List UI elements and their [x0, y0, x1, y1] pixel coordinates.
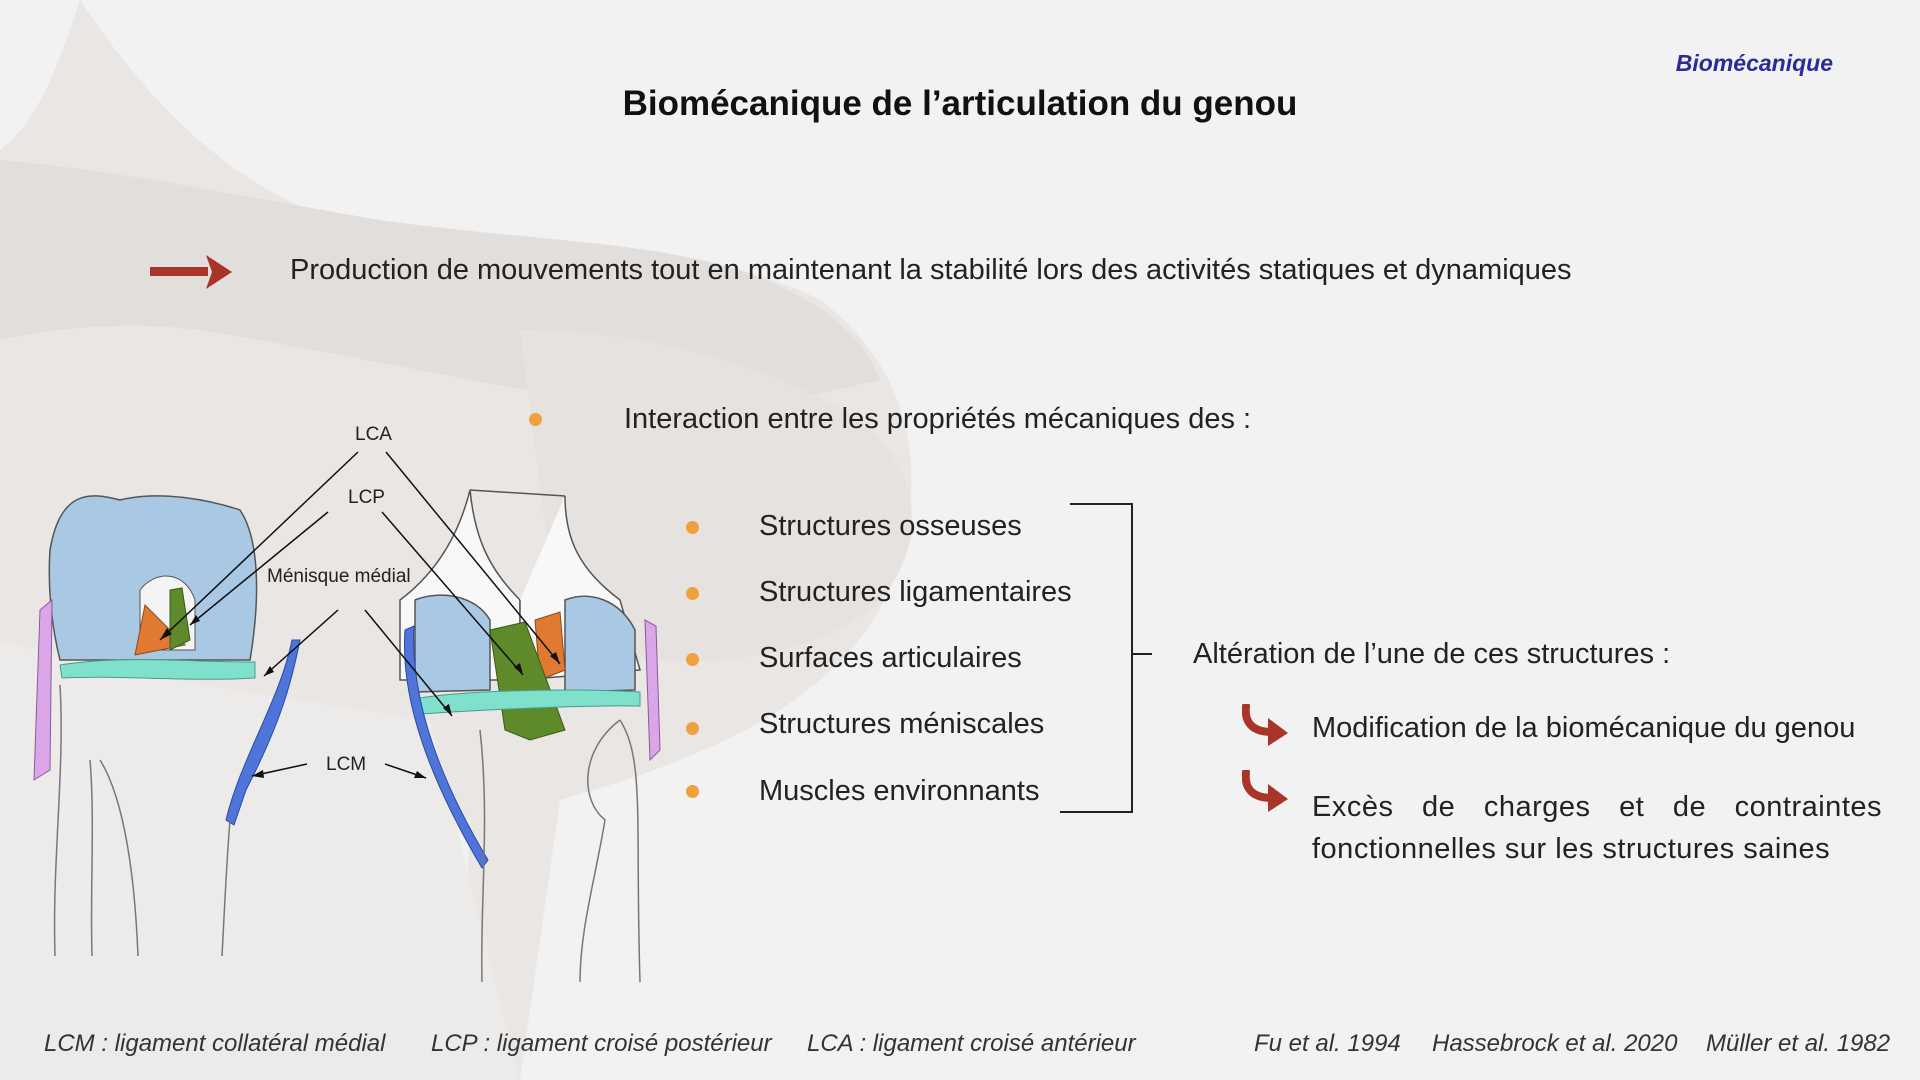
diagram-label-lcp: LCP [348, 487, 385, 508]
leader-arrowheads [160, 615, 560, 778]
leader-lines [159, 451, 561, 779]
statement-text: Production de mouvements tout en mainten… [290, 254, 1572, 286]
diagram-label-lcm: LCM [326, 754, 366, 775]
knee-illustration-left [33, 495, 301, 957]
page-title: Biomécanique de l’articulation du genou [622, 84, 1298, 123]
structure-item: Structures osseuses [759, 510, 1022, 542]
right-arrow-icon [150, 255, 232, 289]
diagram-label-lca: LCA [355, 424, 392, 445]
diagram-label-menisque: Ménisque médial [267, 566, 411, 587]
consequence-item: Modification de la biomécanique du genou [1312, 712, 1856, 744]
structure-item: Structures ligamentaires [759, 576, 1072, 608]
structure-item: Structures méniscales [759, 708, 1045, 740]
interaction-text: Interaction entre les propriétés mécaniq… [624, 403, 1252, 435]
footer-abbreviation: LCA : ligament croisé antérieur [807, 1030, 1136, 1057]
footer-abbreviation: LCP : ligament croisé postérieur [431, 1030, 772, 1057]
structure-item: Muscles environnants [759, 775, 1040, 807]
footer-abbreviation: LCM : ligament collatéral médial [44, 1030, 386, 1057]
dot-bullet-icon [686, 587, 699, 600]
dot-bullet-icon [529, 413, 542, 426]
dot-bullet-icon [686, 785, 699, 798]
alteration-heading: Altération de l’une de ces structures : [1193, 638, 1671, 670]
knee-illustration-right [399, 489, 661, 983]
consequence-item: Excès de charges et de contraintes fonct… [1312, 791, 1882, 865]
dot-bullet-icon [686, 521, 699, 534]
section-tag: Biomécanique [1675, 50, 1833, 76]
grouping-bracket [1060, 503, 1152, 813]
curved-arrow-icon [1242, 704, 1288, 746]
structure-item: Surfaces articulaires [759, 642, 1022, 674]
curved-arrow-icon [1242, 770, 1288, 812]
dot-bullet-icon [686, 722, 699, 735]
footer-reference: Müller et al. 1982 [1706, 1030, 1891, 1057]
knee-anatomy-diagram: LCA LCP Ménisque médial LCM [33, 424, 661, 983]
footer-reference: Hassebrock et al. 2020 [1432, 1030, 1678, 1057]
footer-reference: Fu et al. 1994 [1254, 1030, 1401, 1057]
dot-bullet-icon [686, 653, 699, 666]
